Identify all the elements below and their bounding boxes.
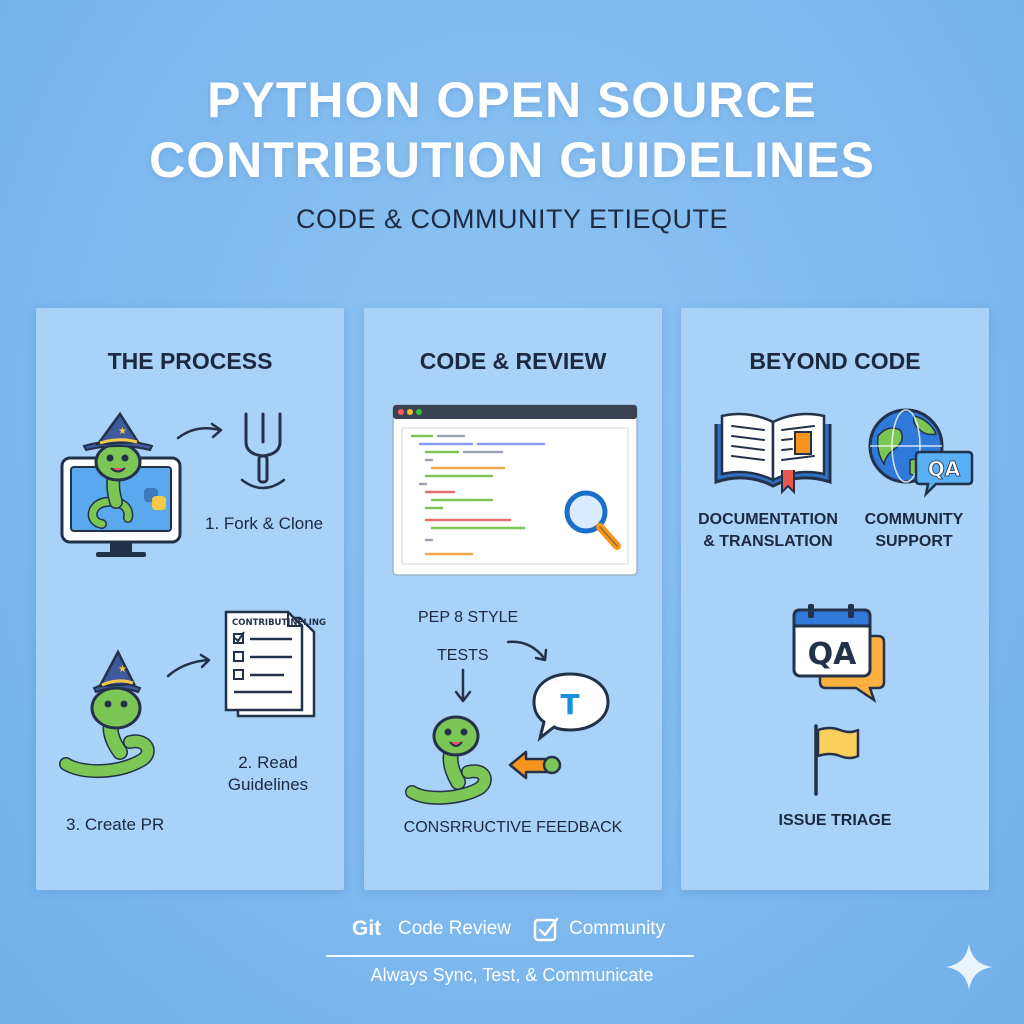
open-book-icon <box>714 412 832 495</box>
qa-large-text: QA <box>808 637 858 672</box>
page-subtitle: CODE & COMMUNITY ETIEQUTE <box>295 204 729 234</box>
label-tests: TESTS <box>437 647 489 664</box>
svg-text:★: ★ <box>118 426 127 437</box>
footer-row: Git Code Review Community <box>0 912 1024 946</box>
qa-bubble-small-icon: QA <box>914 450 974 498</box>
label-constructive-feedback: CONSRRUCTIVE FEEDBACK <box>403 819 623 836</box>
page-title-line-1: PYTHON OPEN SOURCE <box>207 72 817 128</box>
speech-bubble-glyph: T <box>560 688 579 721</box>
step-create-pr: 3. Create PR <box>66 815 165 834</box>
speech-bubble-icon: T <box>532 672 610 742</box>
globe-qa-icon: QA <box>868 408 974 498</box>
label-documentation-translation: DOCUMENTATION & TRANSLATION <box>696 509 840 553</box>
footer-community: Community <box>569 918 666 939</box>
magnifying-glass-icon <box>564 490 621 550</box>
code-editor-illustration <box>392 404 638 576</box>
step-read-guidelines-line-1: 2. Read <box>238 753 298 772</box>
svg-text:★: ★ <box>118 664 127 675</box>
footer-tagline: Always Sync, Test, & Communicate <box>370 965 654 985</box>
snake-reviewer-icon <box>405 715 492 805</box>
fork-icon <box>240 412 286 490</box>
page-title: PYTHON OPEN SOURCE CONTRIBUTION GUIDELIN… <box>0 70 1024 190</box>
monitor-snake-illustration: ★ <box>60 411 182 557</box>
label-community-support: COMMUNITY SUPPORT <box>852 509 976 553</box>
checkbox-icon <box>533 917 559 942</box>
footer-git: Git <box>352 917 382 940</box>
footer-divider <box>326 955 694 957</box>
calendar-qa-icon: QA <box>792 604 886 704</box>
step-read-guidelines-line-2: Guidelines <box>227 775 309 794</box>
panel-code-review-title: CODE & REVIEW <box>419 348 607 374</box>
panel-beyond-code-title: BEYOND CODE <box>749 348 921 374</box>
label-pep8-style: PEP 8 STYLE <box>418 609 519 626</box>
arrow-down-icon <box>454 668 472 703</box>
panel-beyond-code <box>681 308 989 890</box>
panel-code-review <box>364 308 662 890</box>
arrow-right-icon <box>176 422 223 440</box>
guidelines-document-icon: CONTRIBUTINELING <box>224 610 326 718</box>
snake-wizard-icon: ★ <box>82 411 154 529</box>
page-title-line-2: CONTRIBUTION GUIDELINES <box>149 132 875 188</box>
python-logo-icon <box>144 488 166 510</box>
panel-process <box>36 308 344 890</box>
label-documentation-line-2: & TRANSLATION <box>703 533 833 550</box>
sparkle-icon <box>946 944 992 990</box>
step-read-guidelines: 2. Read Guidelines <box>218 752 318 796</box>
arrow-left-feedback-icon <box>508 750 562 780</box>
footer-code-review: Code Review <box>398 918 511 939</box>
snake-wizard-icon-2: ★ <box>59 649 155 778</box>
label-community-line-1: COMMUNITY <box>864 511 964 528</box>
step-fork-clone: 1. Fork & Clone <box>205 514 324 533</box>
qa-small-text: QA <box>928 457 961 481</box>
flag-icon <box>814 724 860 796</box>
snake-wizard-2-illustration: ★ <box>59 649 155 778</box>
arrow-up-right-icon <box>166 653 211 678</box>
panel-process-title: THE PROCESS <box>107 348 273 374</box>
label-issue-triage: ISSUE TRIAGE <box>778 812 892 829</box>
arrow-curve-right-icon <box>506 640 548 662</box>
label-documentation-line-1: DOCUMENTATION <box>698 511 838 528</box>
label-community-line-2: SUPPORT <box>875 533 953 550</box>
guidelines-doc-heading: CONTRIBUTINELING <box>232 618 326 628</box>
